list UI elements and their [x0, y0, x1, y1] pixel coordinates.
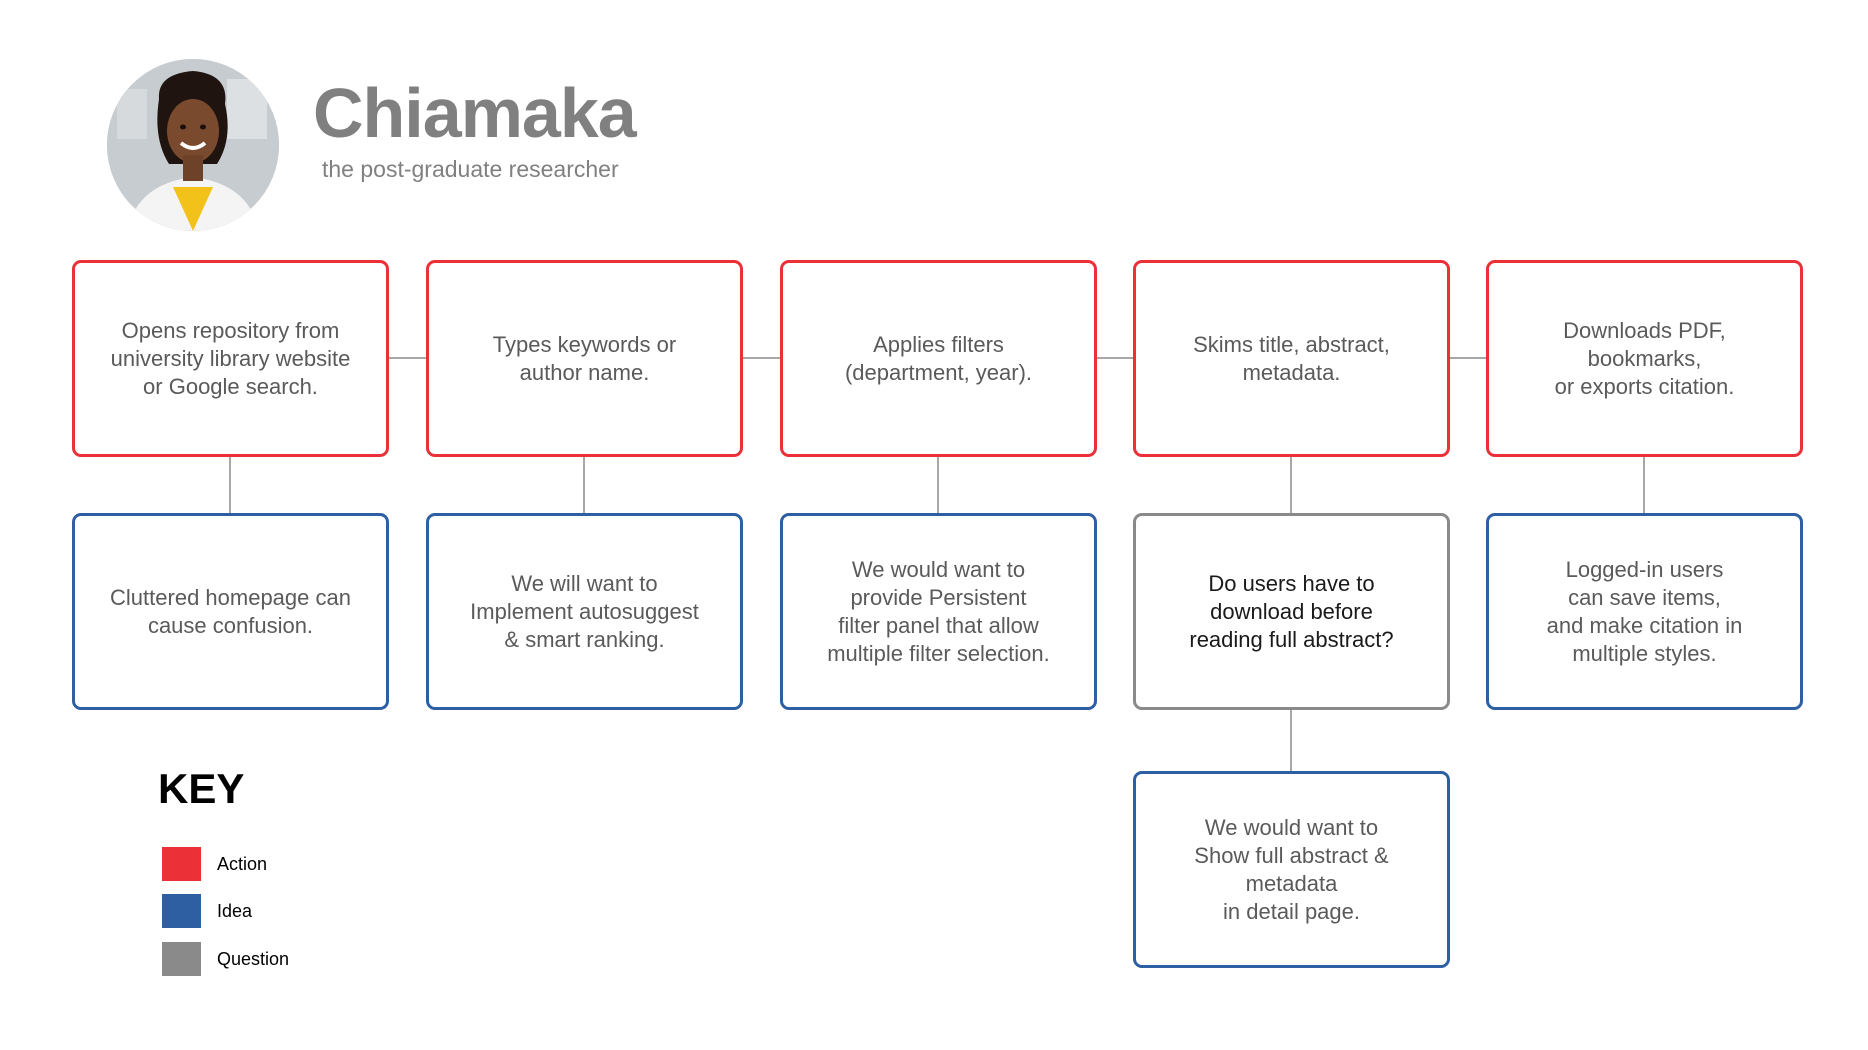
- persona-name: Chiamaka: [313, 74, 637, 152]
- idea-text: We would want to Show full abstract & me…: [1194, 814, 1389, 924]
- key-label: Action: [217, 853, 268, 874]
- key-title: KEY: [158, 765, 245, 812]
- idea-box-show-full-abstract: We would want to Show full abstract & me…: [1133, 771, 1450, 968]
- idea-box-cluttered-homepage: Cluttered homepage can cause confusion.: [72, 513, 389, 710]
- key-item-question: Question: [162, 942, 289, 976]
- idea-text: Cluttered homepage can cause confusion.: [110, 584, 351, 638]
- idea-text: We will want to Implement autosuggest & …: [470, 570, 699, 652]
- action-box-apply-filters: Applies filters (department, year).: [780, 260, 1097, 457]
- action-text: Types keywords or author name.: [492, 331, 677, 385]
- action-box-type-keywords: Types keywords or author name.: [426, 260, 743, 457]
- person-photo-icon: [107, 59, 279, 231]
- idea-box-filter-panel: We would want to provide Persistent filt…: [780, 513, 1097, 710]
- persona-role: the post-graduate researcher: [322, 156, 619, 182]
- action-text: Applies filters (department, year).: [844, 331, 1033, 385]
- question-text: Do users have to download before reading…: [1189, 570, 1394, 652]
- question-box-download-before-reading: Do users have to download before reading…: [1133, 513, 1450, 710]
- action-box-skim-metadata: Skims title, abstract, metadata.: [1133, 260, 1450, 457]
- action-text: Skims title, abstract, metadata.: [1193, 331, 1390, 385]
- action-text: Downloads PDF, bookmarks, or exports cit…: [1554, 317, 1735, 399]
- idea-text: Logged-in users can save items, and make…: [1546, 556, 1743, 666]
- action-box-download-pdf: Downloads PDF, bookmarks, or exports cit…: [1486, 260, 1803, 457]
- action-box-open-repository: Opens repository from university library…: [72, 260, 389, 457]
- question-swatch: [162, 942, 201, 976]
- action-text: Opens repository from university library…: [110, 317, 351, 399]
- persona-avatar: [107, 59, 279, 231]
- idea-swatch: [162, 894, 201, 928]
- idea-box-autosuggest: We will want to Implement autosuggest & …: [426, 513, 743, 710]
- idea-text: We would want to provide Persistent filt…: [827, 556, 1050, 666]
- key-label: Idea: [217, 900, 253, 921]
- idea-box-save-items: Logged-in users can save items, and make…: [1486, 513, 1803, 710]
- key-item-action: Action: [162, 847, 267, 881]
- action-swatch: [162, 847, 201, 881]
- key-item-idea: Idea: [162, 894, 252, 928]
- key-label: Question: [217, 948, 290, 969]
